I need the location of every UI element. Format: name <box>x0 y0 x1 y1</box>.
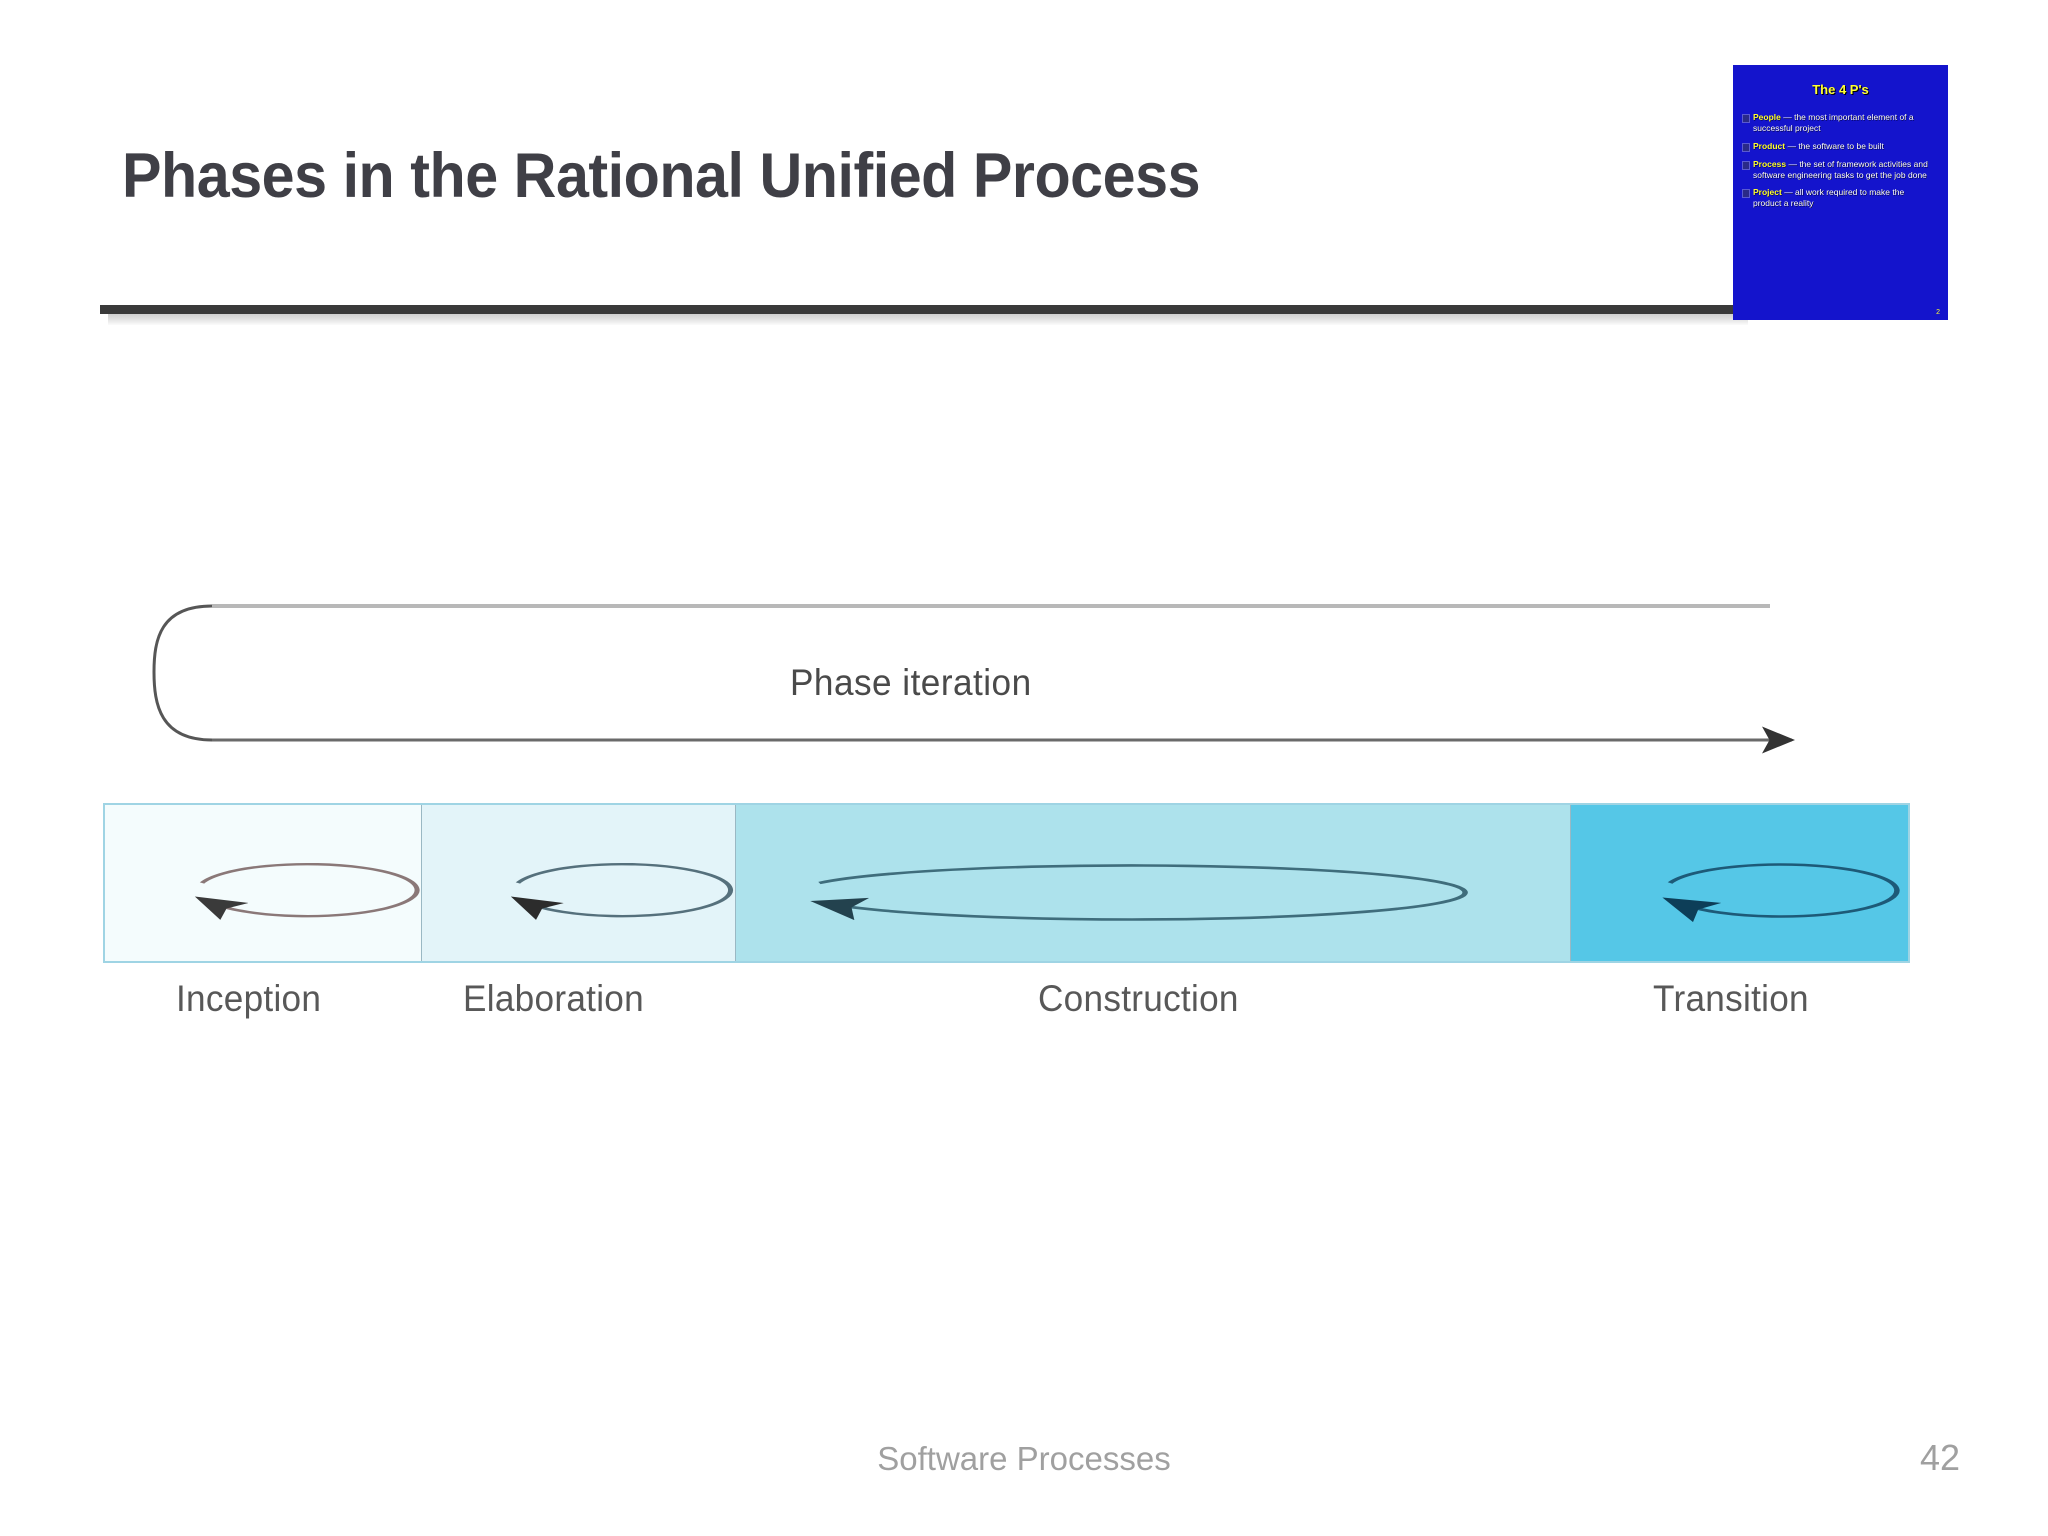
title-divider-shadow <box>108 314 1748 325</box>
thumbnail-bullet-text: — the most important element of a succes… <box>1753 112 1914 133</box>
phase-label-elaboration: Elaboration <box>463 978 644 1019</box>
phase-iteration-arrow-icon <box>152 604 1795 754</box>
title-divider <box>100 305 1740 314</box>
thumbnail-bullet-people: People — the most important element of a… <box>1742 112 1934 134</box>
page-title: Phases in the Rational Unified Process <box>122 141 1201 211</box>
thumbnail-page-number: 2 <box>1936 309 1940 316</box>
phase-label-inception: Inception <box>176 978 322 1019</box>
phase-cell-inception[interactable] <box>105 805 423 961</box>
thumbnail-bullet-list: People — the most important element of a… <box>1742 112 1934 216</box>
phase-iteration-arrow-group: Phase iteration <box>150 600 1830 770</box>
thumbnail-bullet-keyword: Project <box>1753 187 1782 198</box>
thumbnail-title: The 4 P's <box>1812 82 1869 97</box>
thumbnail-bullet-keyword: Process <box>1753 158 1787 169</box>
thumbnail-bullet-keyword: People <box>1753 112 1781 122</box>
phase-label-transition: Transition <box>1653 978 1809 1019</box>
phase-label-row: Inception Elaboration Construction Trans… <box>103 978 1910 1038</box>
footer-page-number: 42 <box>1919 1437 1960 1478</box>
iteration-loop-icon <box>1662 863 1900 923</box>
phase-iteration-label: Phase iteration <box>790 662 1032 703</box>
thumbnail-bullet-keyword: Product <box>1753 140 1786 151</box>
phase-cell-elaboration[interactable] <box>422 805 737 961</box>
iteration-loop-icon <box>511 862 734 920</box>
thumbnail-bullet-text: — all work required to make the product … <box>1753 187 1905 209</box>
phase-cell-construction[interactable] <box>736 805 1571 961</box>
thumbnail-bullet-product: Product — the software to be built <box>1742 140 1934 152</box>
thumbnail-bullet-text: — the software to be built <box>1785 140 1884 151</box>
phase-bar <box>103 803 1910 963</box>
thumbnail-bullet-project: Project — all work required to make the … <box>1742 187 1934 209</box>
iteration-loop-icon <box>810 864 1468 921</box>
slide-thumbnail-4ps[interactable]: The 4 P's People — the most important el… <box>1733 65 1948 320</box>
thumbnail-bullet-text: — the set of framework activities and so… <box>1753 158 1928 180</box>
phase-label-construction: Construction <box>1038 978 1239 1019</box>
iteration-loop-icon <box>194 862 420 920</box>
phase-cell-transition[interactable] <box>1570 805 1908 961</box>
thumbnail-bullet-process: Process — the set of framework activitie… <box>1742 158 1934 181</box>
footer-title: Software Processes <box>877 1440 1171 1477</box>
